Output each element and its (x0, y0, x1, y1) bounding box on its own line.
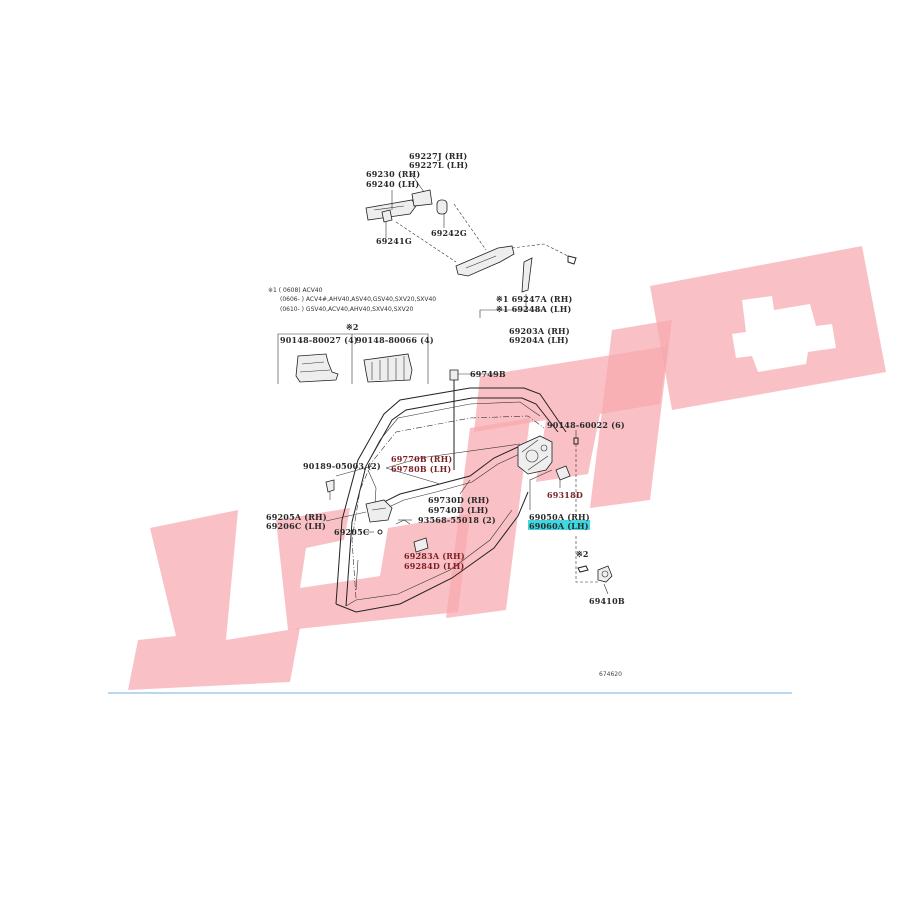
label-69780b[interactable]: 69780B (LH) (391, 464, 451, 474)
boot-short[interactable] (295, 353, 339, 383)
label-69230[interactable]: 69230 (RH) (366, 169, 420, 179)
rod-clip-69749b[interactable] (449, 369, 459, 381)
label-69205c[interactable]: 69205C (334, 527, 369, 537)
illustration-code: 674620 (599, 671, 622, 678)
lock-bracket-69318d[interactable] (555, 465, 571, 481)
handle-rod-bracket[interactable] (521, 257, 533, 293)
label-90148-60022[interactable]: 90148-60022 (6) (547, 420, 625, 430)
label-90148-80066[interactable]: 90148-80066 (4) (356, 335, 434, 345)
striker-69410b[interactable] (597, 565, 613, 583)
label-69318d[interactable]: 69318D (547, 490, 583, 500)
label-69248a[interactable]: ※1 69248A (LH) (496, 304, 571, 314)
label-69247a[interactable]: ※1 69247A (RH) (496, 294, 572, 304)
label-69749b[interactable]: 69749B (470, 369, 506, 379)
label-69206c[interactable]: 69206C (LH) (266, 521, 326, 531)
label-69203a[interactable]: 69203A (RH) (509, 326, 570, 336)
label-69284d[interactable]: 69284D (LH) (404, 561, 465, 571)
label-69730d[interactable]: 69730D (RH) (428, 495, 490, 505)
highlight-box (528, 520, 590, 530)
label-69060a[interactable]: 69060A (LH) (529, 521, 589, 531)
label-69770b[interactable]: 69770B (RH) (391, 454, 452, 464)
rear-door-outline (335, 387, 567, 613)
leader-lines-top (385, 171, 546, 318)
label-69240[interactable]: 69240 (LH) (366, 179, 419, 189)
label-90148-80027[interactable]: 90148-80027 (4) (280, 335, 358, 345)
outside-handle-assembly (365, 189, 577, 293)
label-69242g[interactable]: 69242G (431, 228, 467, 238)
label-69204a[interactable]: 69204A (LH) (509, 335, 569, 345)
boot-inset-box: ※2 90148-80027 (4) 90148-80066 (4) (277, 322, 434, 384)
handle-clip[interactable] (381, 209, 393, 223)
handle-frame[interactable] (455, 245, 515, 277)
label-x2-striker: ※2 (576, 549, 589, 559)
label-69205a[interactable]: 69205A (RH) (266, 512, 327, 522)
note-line-1: ※1 ( 0608) ACV40 (268, 287, 323, 294)
label-69227l[interactable]: 69227L (LH) (409, 160, 468, 170)
label-93568-55018[interactable]: 93568-55018 (2) (418, 515, 496, 525)
door-lock[interactable] (517, 435, 553, 475)
label-69283a[interactable]: 69283A (RH) (404, 551, 465, 561)
label-69050a[interactable]: 69050A (RH) (529, 512, 590, 522)
label-90189-05003[interactable]: 90189-05003 (2) (303, 461, 381, 471)
label-69227j[interactable]: 69227J (RH) (409, 151, 467, 161)
label-69410b[interactable]: 69410B (589, 596, 625, 606)
leader-lines-bottom (325, 443, 609, 595)
handle-cover[interactable] (365, 199, 417, 221)
handle-pad[interactable] (436, 199, 448, 215)
label-x2: ※2 (346, 322, 359, 332)
handle-cap[interactable] (411, 189, 433, 207)
inside-handle[interactable] (365, 499, 393, 523)
lock-remote-69283a[interactable] (413, 537, 429, 553)
note-line-3: (0610- ) GSV40,ACV40,AHV40,SXV40,SXV20 (280, 306, 414, 313)
lock-assembly (325, 369, 613, 583)
label-69740d[interactable]: 69740D (LH) (428, 505, 489, 515)
note-line-2: (0606- ) ACV4#,AHV40,ASV40,GSV40,SXV20,S… (280, 296, 436, 303)
label-69241g[interactable]: 69241G (376, 236, 412, 246)
watermark-logo (128, 246, 886, 690)
bolt-90189[interactable] (325, 479, 335, 493)
applicability-notes: ※1 ( 0608) ACV40 (0606- ) ACV4#,AHV40,AS… (268, 287, 436, 313)
